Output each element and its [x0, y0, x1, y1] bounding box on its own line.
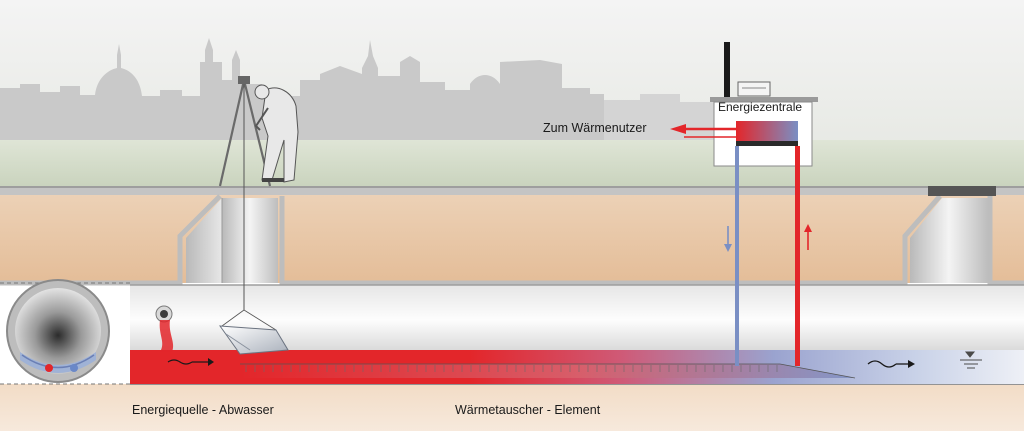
grass [0, 140, 1024, 188]
pipe-cross-section [0, 279, 130, 385]
energy-source-label: Energiequelle - Abwasser [132, 403, 274, 417]
pavement-edge [0, 186, 1024, 188]
heat-exchanger-label: Wärmetauscher - Element [455, 403, 601, 417]
flow-arrow-left [167, 358, 214, 366]
city-skyline [0, 38, 604, 150]
return-line-cold [724, 146, 739, 366]
heat-user-arrow [670, 124, 736, 138]
heat-exchanger-element [240, 364, 855, 378]
soil-lower [0, 384, 1024, 431]
worker-with-winch [218, 76, 299, 310]
manhole-cover [928, 186, 996, 196]
tilde-wave-icon [867, 360, 915, 368]
heat-user-label: Zum Wärmenutzer [543, 121, 647, 135]
trench-wall [0, 194, 1024, 286]
inspection-basket [218, 309, 289, 355]
skyline-far-right [604, 94, 720, 150]
soil-upper [0, 195, 1024, 283]
manhole-left [186, 198, 278, 283]
energy-central-building [710, 42, 818, 167]
pavement [0, 186, 1024, 195]
energy-central-label: Energiezentrale [718, 100, 803, 114]
antenna-icon [724, 42, 730, 98]
heat-exchanger-segments [245, 365, 778, 372]
manhole-right [910, 186, 996, 283]
supply-line-hot [795, 146, 812, 366]
inflow-connection [155, 305, 174, 352]
water-level-icon [960, 351, 982, 369]
